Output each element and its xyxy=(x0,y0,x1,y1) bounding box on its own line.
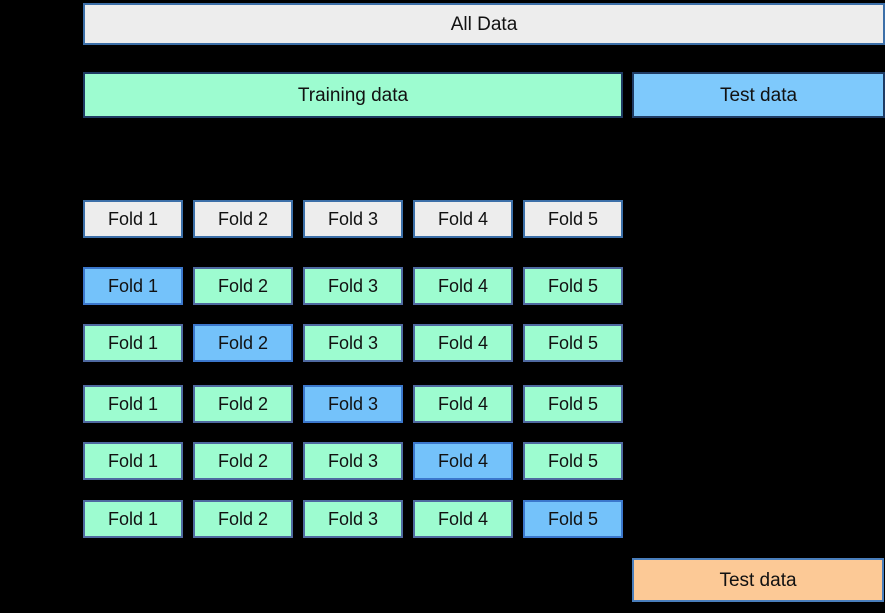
cv-split-2-fold-2-validation: Fold 2 xyxy=(193,324,293,362)
cv-split-2-fold-4-train-label: Fold 4 xyxy=(437,333,489,353)
fold-header-cell-4-label: Fold 4 xyxy=(437,209,489,229)
cv-split-2-fold-5-train: Fold 5 xyxy=(523,324,623,362)
cv-split-1-fold-5-train: Fold 5 xyxy=(523,267,623,305)
cv-split-1-fold-4-train: Fold 4 xyxy=(413,267,513,305)
cv-split-5-fold-2-train: Fold 2 xyxy=(193,500,293,538)
cv-split-4-fold-5-train-label: Fold 5 xyxy=(547,451,599,471)
test-data-bar: Test data xyxy=(632,72,885,118)
cv-split-1-fold-2-train: Fold 2 xyxy=(193,267,293,305)
cv-split-1-fold-3-train-label: Fold 3 xyxy=(327,276,379,296)
training-data-label: Training data xyxy=(297,84,409,106)
cv-split-4-fold-2-train-label: Fold 2 xyxy=(217,451,269,471)
cv-split-2-fold-3-train: Fold 3 xyxy=(303,324,403,362)
cv-split-2-fold-4-train: Fold 4 xyxy=(413,324,513,362)
cv-split-5-fold-3-train-label: Fold 3 xyxy=(327,509,379,529)
all-data-label: All Data xyxy=(450,13,518,35)
cv-split-1-fold-5-train-label: Fold 5 xyxy=(547,276,599,296)
cv-split-4-fold-1-train: Fold 1 xyxy=(83,442,183,480)
cv-split-4-fold-2-train: Fold 2 xyxy=(193,442,293,480)
cv-split-3-fold-3-validation-label: Fold 3 xyxy=(327,394,379,414)
cv-split-4-fold-5-train: Fold 5 xyxy=(523,442,623,480)
cv-split-5-fold-2-train-label: Fold 2 xyxy=(217,509,269,529)
cv-split-5-fold-1-train: Fold 1 xyxy=(83,500,183,538)
cv-split-4-fold-4-validation: Fold 4 xyxy=(413,442,513,480)
cv-split-5-fold-4-train-label: Fold 4 xyxy=(437,509,489,529)
cv-split-4-fold-1-train-label: Fold 1 xyxy=(107,451,159,471)
cv-split-4-fold-3-train-label: Fold 3 xyxy=(327,451,379,471)
training-data-bar: Training data xyxy=(83,72,623,118)
cv-split-5-fold-3-train: Fold 3 xyxy=(303,500,403,538)
fold-header-cell-2: Fold 2 xyxy=(193,200,293,238)
cv-split-3-fold-4-train-label: Fold 4 xyxy=(437,394,489,414)
cv-split-2-fold-5-train-label: Fold 5 xyxy=(547,333,599,353)
cv-split-5-fold-4-train: Fold 4 xyxy=(413,500,513,538)
final-test-data-bar: Test data xyxy=(632,558,884,602)
test-data-label: Test data xyxy=(719,84,798,106)
cv-split-4-fold-4-validation-label: Fold 4 xyxy=(437,451,489,471)
fold-header-cell-1-label: Fold 1 xyxy=(107,209,159,229)
final-test-data-label: Test data xyxy=(719,569,797,591)
fold-header-cell-5-label: Fold 5 xyxy=(547,209,599,229)
cv-split-3-fold-5-train-label: Fold 5 xyxy=(547,394,599,414)
cv-split-2-fold-2-validation-label: Fold 2 xyxy=(217,333,269,353)
fold-header-cell-1: Fold 1 xyxy=(83,200,183,238)
fold-header-cell-4: Fold 4 xyxy=(413,200,513,238)
fold-header-cell-3: Fold 3 xyxy=(303,200,403,238)
fold-header-cell-3-label: Fold 3 xyxy=(327,209,379,229)
cv-split-1-fold-1-validation: Fold 1 xyxy=(83,267,183,305)
cv-split-2-fold-1-train: Fold 1 xyxy=(83,324,183,362)
cv-split-3-fold-1-train: Fold 1 xyxy=(83,385,183,423)
cv-split-5-fold-5-validation: Fold 5 xyxy=(523,500,623,538)
cv-split-1-fold-1-validation-label: Fold 1 xyxy=(107,276,159,296)
cv-split-4-fold-3-train: Fold 3 xyxy=(303,442,403,480)
cv-split-3-fold-1-train-label: Fold 1 xyxy=(107,394,159,414)
cv-split-1-fold-2-train-label: Fold 2 xyxy=(217,276,269,296)
cv-split-2-fold-3-train-label: Fold 3 xyxy=(327,333,379,353)
fold-header-cell-2-label: Fold 2 xyxy=(217,209,269,229)
cv-split-1-fold-3-train: Fold 3 xyxy=(303,267,403,305)
all-data-bar: All Data xyxy=(83,3,885,45)
cv-split-3-fold-3-validation: Fold 3 xyxy=(303,385,403,423)
cv-split-3-fold-2-train-label: Fold 2 xyxy=(217,394,269,414)
cv-split-2-fold-1-train-label: Fold 1 xyxy=(107,333,159,353)
fold-header-cell-5: Fold 5 xyxy=(523,200,623,238)
cv-split-3-fold-2-train: Fold 2 xyxy=(193,385,293,423)
cv-split-5-fold-5-validation-label: Fold 5 xyxy=(547,509,599,529)
cv-split-1-fold-4-train-label: Fold 4 xyxy=(437,276,489,296)
cv-split-3-fold-5-train: Fold 5 xyxy=(523,385,623,423)
cv-split-5-fold-1-train-label: Fold 1 xyxy=(107,509,159,529)
cv-split-3-fold-4-train: Fold 4 xyxy=(413,385,513,423)
